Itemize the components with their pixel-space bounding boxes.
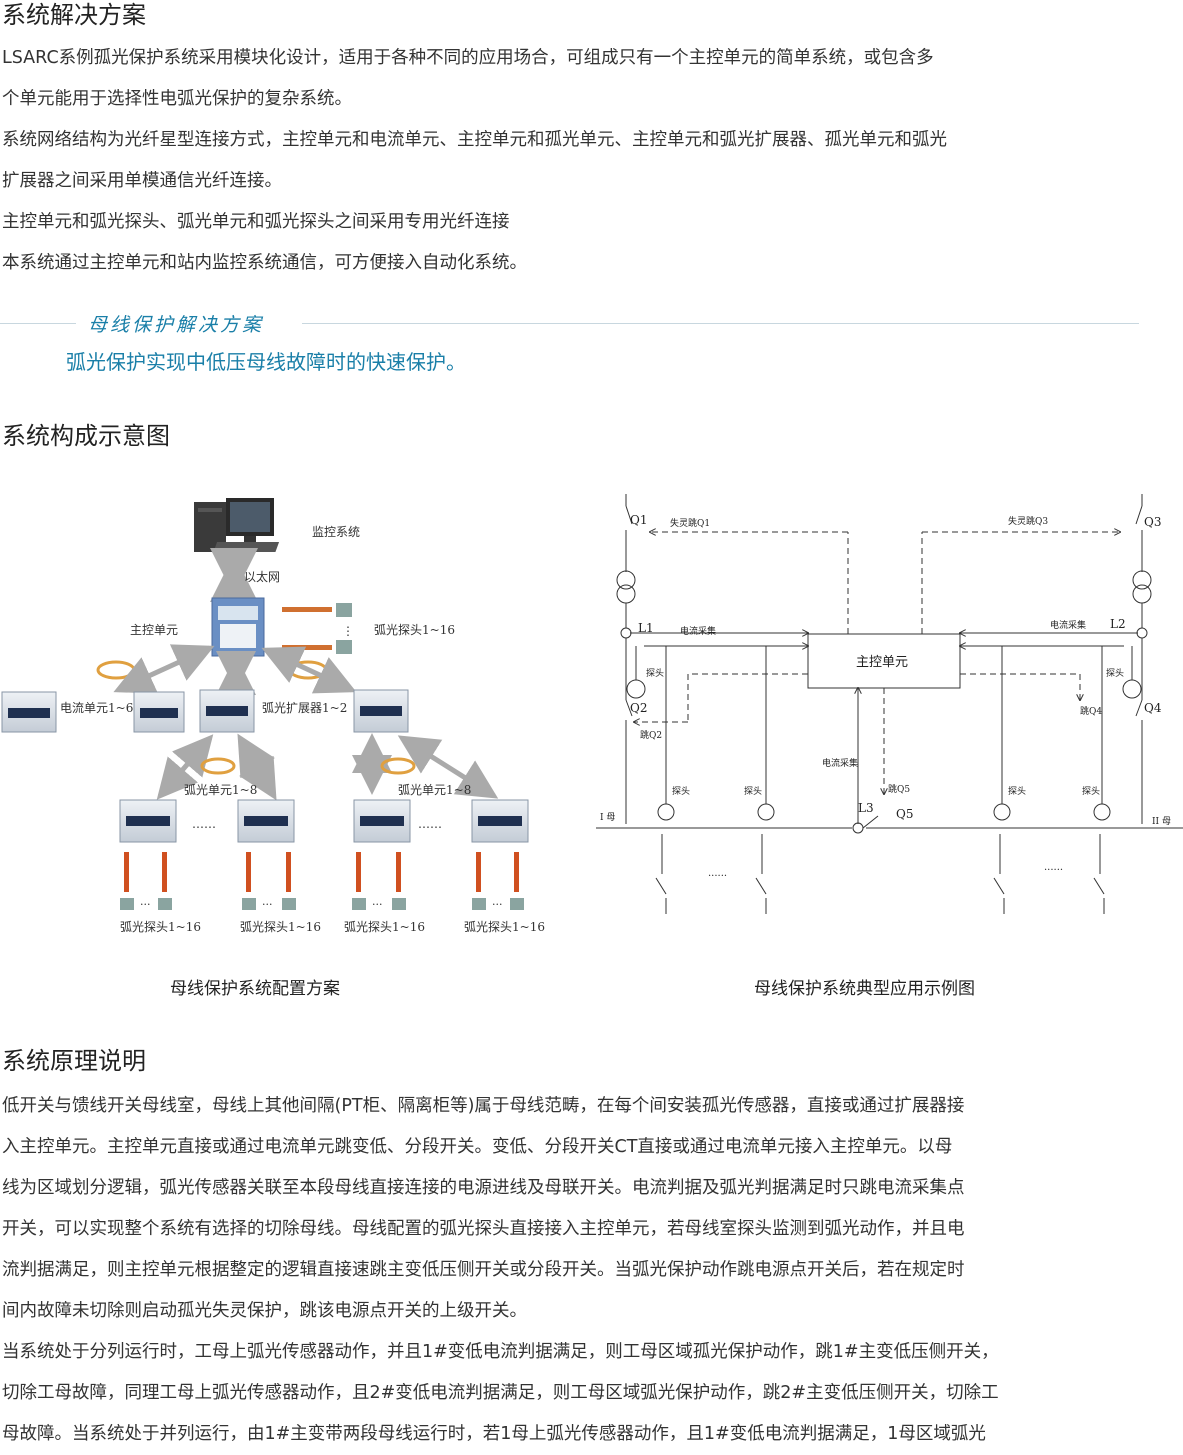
caption-application: 母线保护系统典型应用示例图 [754,979,975,999]
dots-right: ...... [1044,862,1063,873]
svg-text:···: ··· [372,898,383,911]
probe-label-4: 弧光探头1~16 [464,920,545,934]
paragraph-line: 流判据满足，则主控单元根据整定的逻辑直接速跳主变低压侧开关或分段开关。当弧光保护… [2,1260,965,1280]
q2-label: Q2 [630,701,647,715]
paragraph-line: 系统网络结构为光纤星型连接方式，主控单元和电流单元、主控单元和孤光单元、主控单元… [2,130,947,150]
svg-text:···: ··· [492,898,503,911]
fiber-coil-icon [200,757,236,775]
q3-fail-label: 失灵跳Q3 [1008,515,1048,527]
link-arc-unit [156,734,214,800]
q1-fail-label: 失灵跳Q1 [670,517,710,529]
trip-q5-label: 跳Q5 [888,783,910,795]
svg-text:⋮: ⋮ [342,624,354,638]
paragraph-line: 扩展器之间采用单模通信光纤连接。 [2,171,282,191]
extender-label: 弧光扩展器1~2 [262,701,347,715]
arc-unit-dots-2: …… [418,817,442,831]
l1-current-label: 电流采集 [680,625,716,637]
probe-b4-label: 探头 [1082,785,1100,797]
probe-icons: ··· ··· ··· ··· [120,898,524,911]
arc-unit-device [353,799,411,843]
probe-label-3: 弧光探头1~16 [344,920,425,934]
link-current-unit [113,644,215,694]
q5-label: Q5 [896,807,913,821]
bus-left-label: I 母 [600,812,615,823]
probe-left-label: 探头 [646,667,664,679]
q1-label: Q1 [630,513,647,527]
divider-right [302,323,1139,324]
probe-top-label: 弧光探头1~16 [374,623,455,637]
current-unit-label: 电流单元1~6 [60,701,133,715]
probe-label-2: 弧光探头1~16 [240,920,321,934]
extender-device [199,689,255,733]
q4-label: Q4 [1144,701,1162,715]
arc-unit-device [471,799,529,843]
arc-unit-dots-1: …… [192,817,216,831]
busbar-solution-title: 母线保护解决方案 [88,314,265,336]
paragraph-line: 线为区域划分逻辑，弧光传感器关联至本段母线直接连接的电源进线及母联开关。电流判据… [2,1178,965,1198]
probe-b1-label: 探头 [672,785,690,797]
paragraph-line: 个单元能用于选择性电弧光保护的复杂系统。 [2,89,352,109]
paragraph-line: 当系统处于分列运行时，工母上弧光传感器动作，并且1#变低电流判据满足，则工母区域… [2,1342,999,1362]
paragraph-line: LSARC系例孤光保护系统采用模块化设计，适用于各种不同的应用场合，可组成只有一… [2,48,934,68]
bus-right-label: II 母 [1152,816,1171,827]
monitor-label: 监控系统 [312,525,360,539]
solution-text: LSARC系例孤光保护系统采用模块化设计，适用于各种不同的应用场合，可组成只有一… [2,38,1182,284]
link-arc-unit [397,735,499,799]
paragraph-line: 本系统通过主控单元和站内监控系统通信，可方便接入自动化系统。 [2,253,527,273]
section-title-solution: 系统解决方案 [2,1,146,29]
fiber-coil-icon [380,757,416,775]
trip-q2-label: 跳Q2 [640,729,662,741]
arc-unit-device [237,799,295,843]
dots-left: ...... [708,868,727,879]
main-unit-label: 主控单元 [130,623,178,637]
fiber-coil-icon [96,660,136,680]
q3-label: Q3 [1144,515,1161,529]
l3-label: L3 [858,801,874,815]
l2-current-label: 电流采集 [1050,619,1086,631]
l2-label: L2 [1110,617,1126,631]
principle-text: 低开关与馈线开关母线室，母线上其他间隔(PT柜、隔离柜等)属于母线范畴，在每个间… [2,1086,1182,1455]
current-unit-device [1,691,57,733]
l3-current-label: 电流采集 [822,757,858,769]
arc-unit-device [119,799,177,843]
busbar-highlight: 弧光保护实现中低压母线故障时的快速保护。 [66,350,466,374]
probe-top-icons: ⋮ [282,603,354,654]
main-unit-device [211,597,265,657]
application-diagram: Q1 失灵跳Q1 失灵跳Q3 Q3 L1 电流采集 电流采集 L2 主控单元 探… [596,494,1183,914]
main-unit-box-label: 主控单元 [856,655,908,670]
current-unit-device-2 [133,691,185,733]
probe-b3-label: 探头 [1008,785,1026,797]
ethernet-label: 以太网 [244,569,280,584]
divider-left [0,323,76,324]
l1-label: L1 [638,621,654,635]
probe-b2-label: 探头 [744,785,762,797]
computer-icon [194,498,280,552]
paragraph-line: 切除工母故障，同理工母上弧光传感器动作，且2#变低电流判据满足，则工母区域弧光保… [2,1383,999,1403]
section-title-diagram: 系统构成示意图 [2,422,170,450]
caption-config: 母线保护系统配置方案 [170,979,340,999]
extender-device-2 [353,689,409,733]
svg-text:···: ··· [140,898,151,911]
svg-text:···: ··· [262,898,273,911]
paragraph-line: 主控单元和弧光探头、弧光单元和弧光探头之间采用专用光纤连接 [2,212,510,232]
probe-label-1: 弧光探头1~16 [120,920,201,934]
paragraph-line: 低开关与馈线开关母线室，母线上其他间隔(PT柜、隔离柜等)属于母线范畴，在每个间… [2,1096,965,1116]
link-arc-unit [237,733,277,801]
trip-q4-label: 跳Q4 [1080,705,1102,717]
paragraph-line: 母故障。当系统处于并列运行，由1#主变带两段母线运行时，若1母上弧光传感器动作，… [2,1424,986,1444]
link-extender-right [261,646,357,694]
config-diagram: 监控系统 以太网 主控单元 ⋮ 弧光探头1~16 电流单元1~6 弧光扩展器1~… [1,498,545,934]
probe-sticks [124,852,519,892]
probe-right-label: 探头 [1106,667,1124,679]
paragraph-line: 间内故障未切除则启动孤光失灵保护，跳该电源点开关的上级开关。 [2,1301,527,1321]
arc-unit-label-1: 弧光单元1~8 [184,783,257,797]
section-title-principle: 系统原理说明 [2,1047,146,1075]
arc-unit-label-2: 弧光单元1~8 [398,783,471,797]
paragraph-line: 入主控单元。主控单元直接或通过电流单元跳变低、分段开关。变低、分段开关CT直接或… [2,1137,953,1157]
paragraph-line: 开关，可以实现整个系统有选择的切除母线。母线配置的弧光探头直接接入主控单元，若母… [2,1219,965,1239]
